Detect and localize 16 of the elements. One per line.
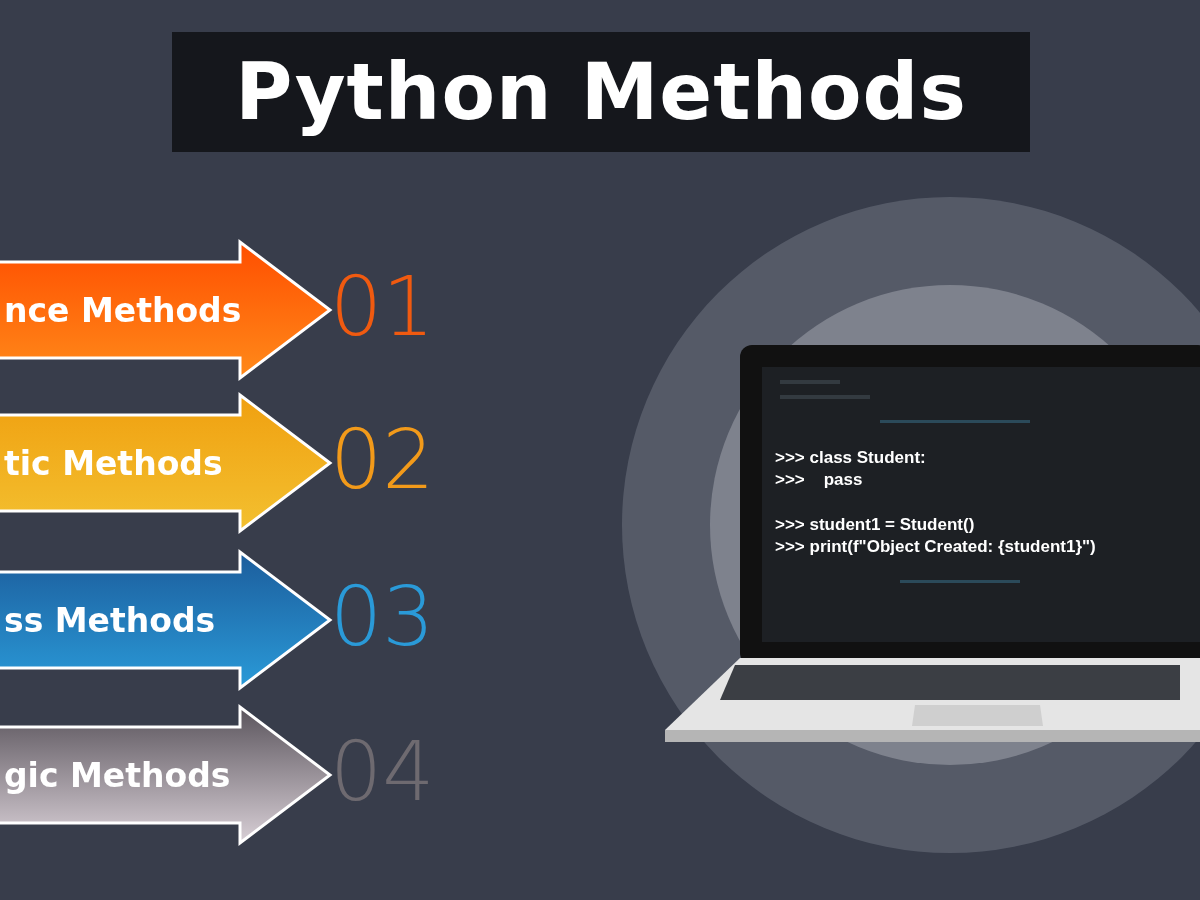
banner-text: ss Methods (4, 600, 216, 640)
arrow-banner (0, 705, 335, 845)
code-line: >>> print(f"Object Created: {student1}") (775, 537, 1096, 557)
step-number: 02 (330, 419, 435, 501)
title: Python Methods (172, 32, 1030, 152)
step-number: 03 (330, 576, 435, 658)
banner-text: tic Methods (4, 443, 223, 483)
arrow-banner (0, 550, 335, 690)
arrow-banner (0, 240, 335, 380)
arrow-banner (0, 393, 335, 533)
banner-text: nce Methods (4, 290, 242, 330)
step-number: 01 (330, 266, 435, 348)
code-line: >>> pass (775, 470, 863, 490)
banner-text: gic Methods (4, 755, 231, 795)
code-line: >>> student1 = Student() (775, 515, 975, 535)
code-line: >>> class Student: (775, 448, 926, 468)
